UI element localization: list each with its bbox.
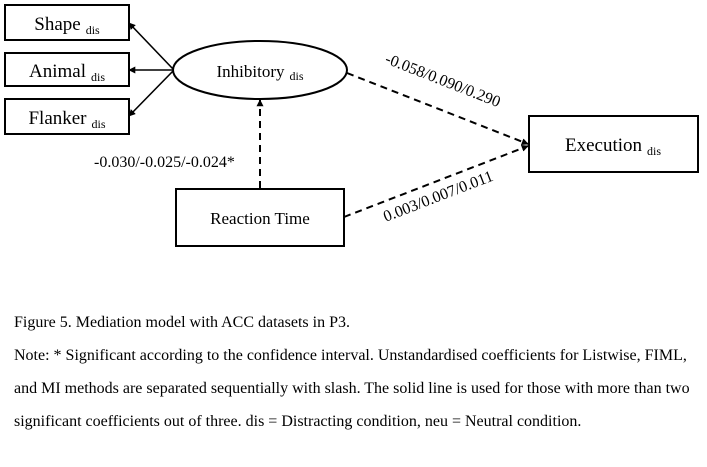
node-inhibitory-label: Inhibitory [216,62,284,81]
coef-inhibitory-execution: -0.058/0.090/0.290 [383,51,503,111]
node-animal-sub: dis [91,70,105,84]
edge-rt-to-execution [343,145,529,218]
figure-caption: Figure 5. Mediation model with ACC datas… [14,306,694,438]
mediation-diagram: Shape dis Animal dis Flanker dis Inhibitory… [4,4,699,247]
node-inhibitory: Inhibitory dis [172,40,348,100]
node-inhibitory-sub: dis [289,69,303,83]
node-reaction-time: Reaction Time [175,188,345,247]
node-execution-label: Execution [565,135,643,156]
node-shape-label: Shape [34,14,80,35]
edge-inhibitory-to-shape [128,22,174,70]
node-animal: Animal dis [4,52,130,87]
node-execution-sub: dis [647,144,661,158]
node-reaction-time-label: Reaction Time [210,209,310,228]
edge-inhibitory-to-execution [346,72,529,145]
node-animal-label: Animal [29,61,86,82]
figure-title: Figure 5. Mediation model with ACC datas… [14,314,350,331]
node-shape: Shape dis [4,4,130,41]
figure-note: Note: * Significant according to the con… [14,347,690,430]
coef-rt-inhibitory: -0.030/-0.025/-0.024* [94,154,235,171]
node-flanker: Flanker dis [4,98,130,135]
edge-inhibitory-to-flanker [128,70,174,117]
node-flanker-label: Flanker [28,108,87,129]
coef-rt-execution: 0.003/0.007/0.011 [381,168,496,226]
node-shape-sub: dis [86,23,100,37]
node-execution: Execution dis [528,115,699,173]
node-flanker-sub: dis [92,117,106,131]
